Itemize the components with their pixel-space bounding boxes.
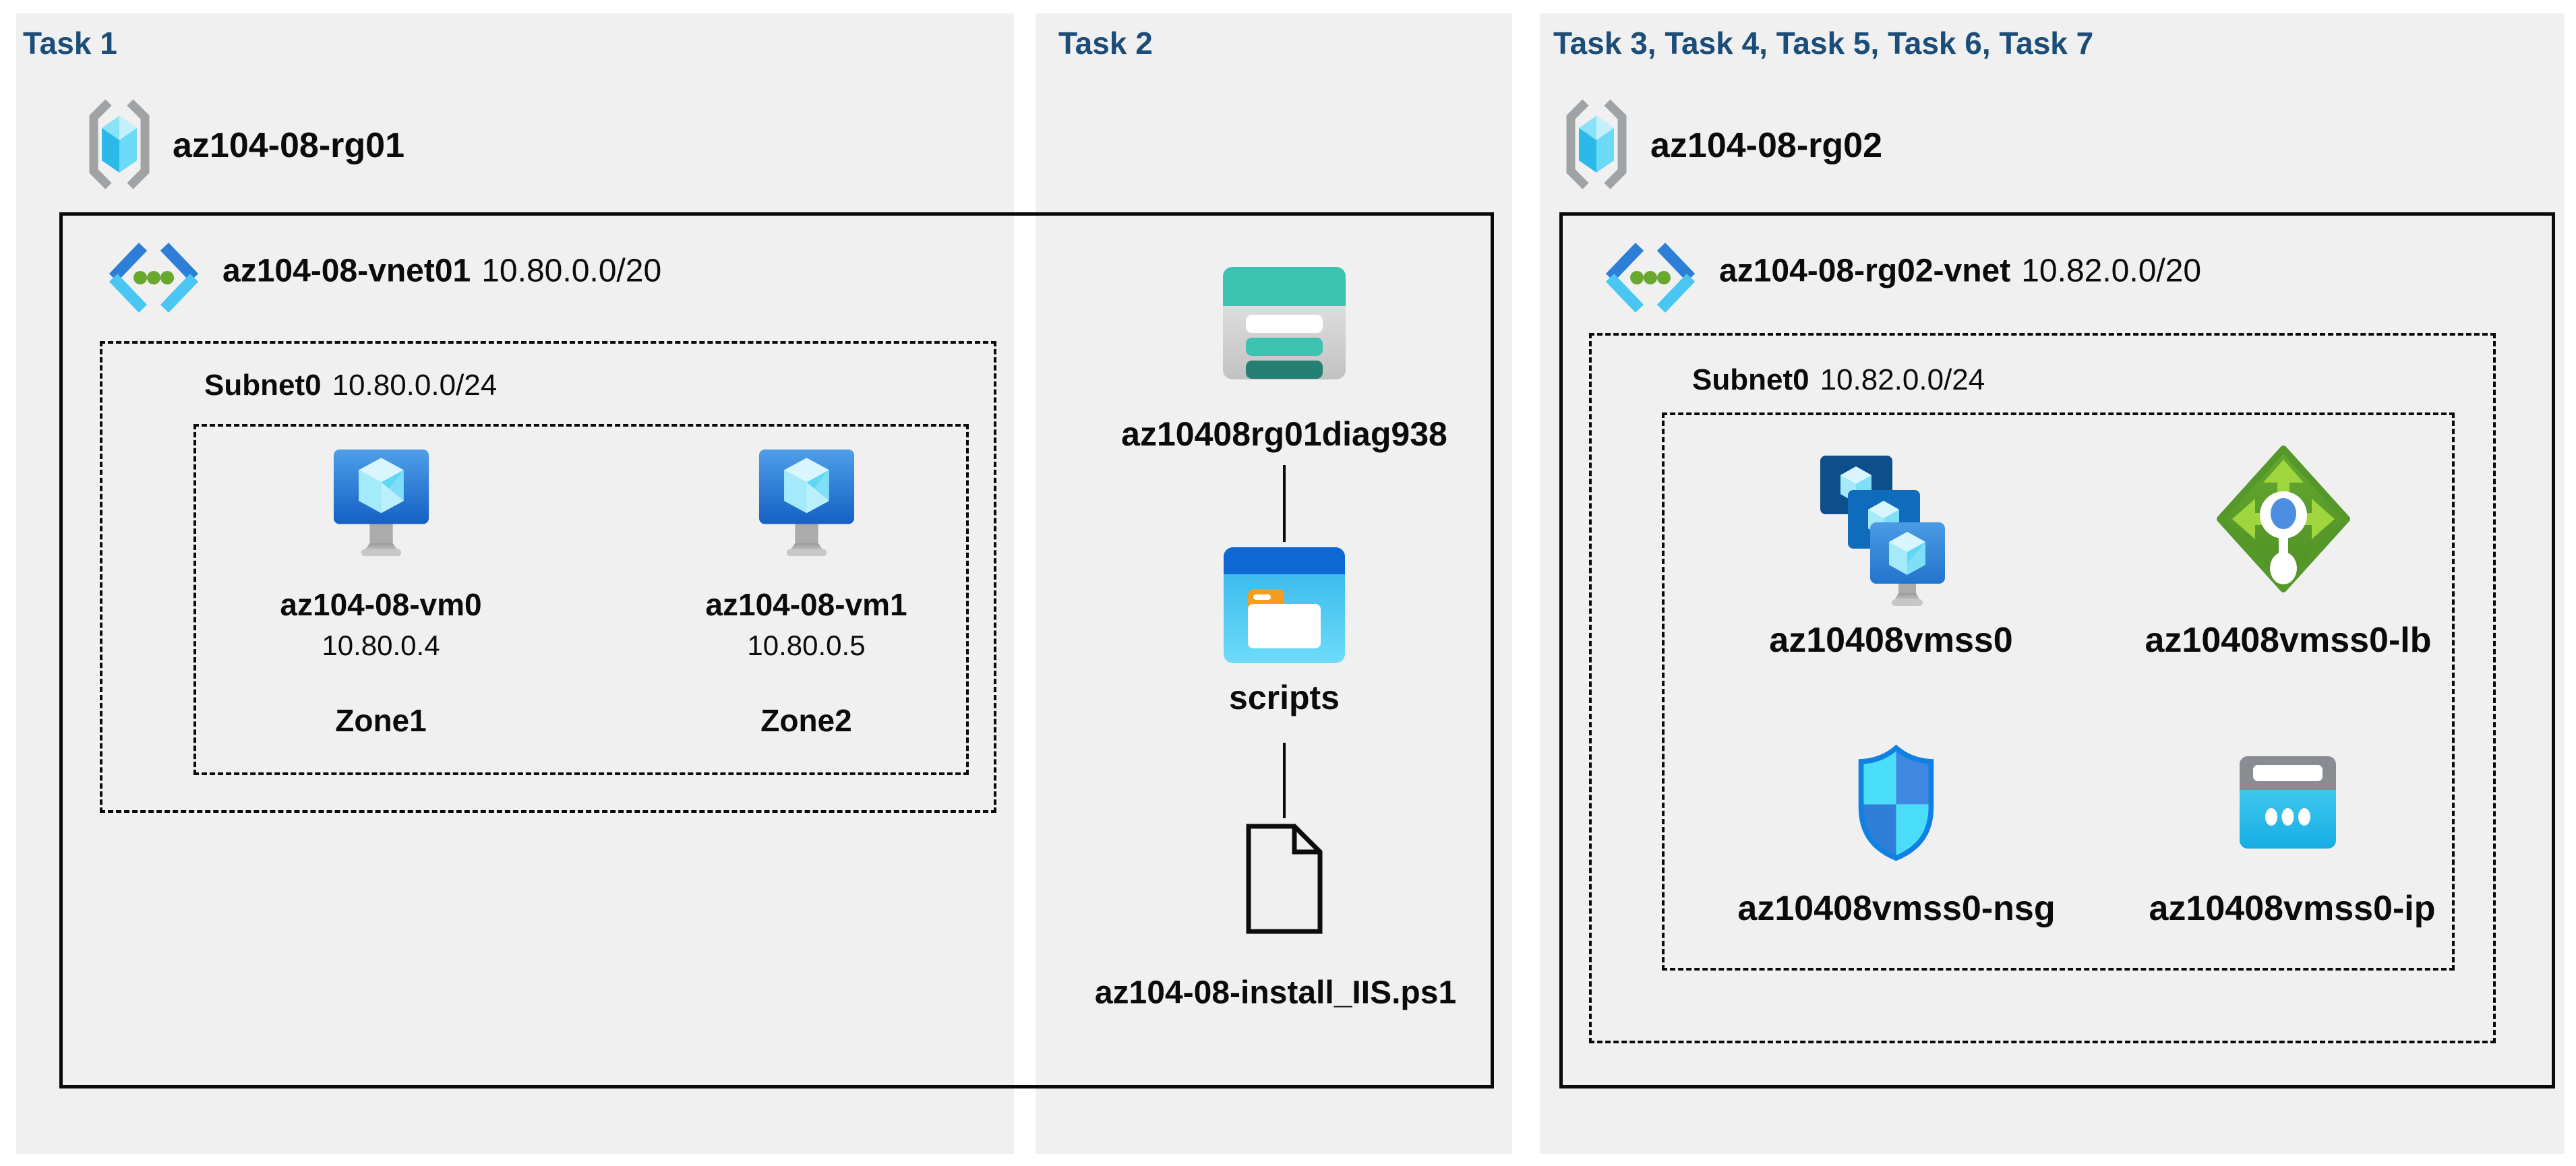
storage-account-icon bbox=[1223, 267, 1346, 379]
load-balancer-name: az10408vmss0-lb bbox=[2145, 621, 2432, 660]
virtual-machine-icon bbox=[333, 448, 429, 559]
vm-name: az104-08-vm0 bbox=[280, 587, 482, 622]
blob-container-icon bbox=[1224, 547, 1345, 663]
vmss-name: az10408vmss0 bbox=[1769, 621, 2013, 660]
vm-zone: Zone1 bbox=[335, 703, 427, 738]
storage-account-name: az10408rg01diag938 bbox=[1121, 415, 1447, 453]
subnet0-box bbox=[1589, 333, 2496, 1043]
network-security-group-icon bbox=[1854, 744, 1938, 862]
subnet-name: Subnet0 bbox=[204, 369, 322, 402]
subnet0-box bbox=[100, 341, 996, 813]
vnet-name: az104-08-vnet01 bbox=[222, 253, 471, 289]
subnet-label: Subnet0 10.82.0.0/24 bbox=[1692, 363, 1985, 397]
vnet01-boundary-box bbox=[59, 212, 1494, 1088]
task2-title: Task 2 bbox=[1058, 26, 1153, 61]
resource-group-icon bbox=[1563, 98, 1630, 190]
vnet-label: az104-08-rg02-vnet 10.82.0.0/20 bbox=[1719, 253, 2201, 290]
vnet-label: az104-08-vnet01 10.80.0.0/20 bbox=[222, 253, 661, 290]
connector-line bbox=[1283, 465, 1286, 542]
file-icon bbox=[1242, 821, 1327, 937]
vm-ip: 10.80.0.5 bbox=[747, 630, 866, 661]
zones-box bbox=[193, 424, 969, 775]
nsg-name: az10408vmss0-nsg bbox=[1737, 889, 2056, 928]
vnet-cidr: 10.80.0.0/20 bbox=[481, 253, 662, 289]
subnet-name: Subnet0 bbox=[1692, 363, 1809, 396]
vm-scale-set-icon bbox=[1820, 456, 1945, 607]
container-name: scripts bbox=[1229, 679, 1340, 716]
vm-zone: Zone2 bbox=[760, 703, 852, 738]
task3-panel bbox=[1540, 13, 2565, 1154]
public-ip-name: az10408vmss0-ip bbox=[2149, 889, 2436, 928]
vnet-cidr: 10.82.0.0/20 bbox=[2021, 253, 2202, 289]
vmss-resources-box bbox=[1662, 412, 2455, 971]
virtual-network-icon bbox=[102, 240, 205, 315]
load-balancer-icon bbox=[2216, 445, 2351, 593]
task3-title: Task 3, Task 4, Task 5, Task 6, Task 7 bbox=[1553, 26, 2094, 61]
virtual-machine-icon bbox=[758, 448, 855, 559]
task1-panel bbox=[16, 13, 1014, 1154]
virtual-network-icon bbox=[1599, 240, 1702, 315]
resource-group-name: az104-08-rg02 bbox=[1650, 126, 1882, 165]
script-file-name: az104-08-install_IIS.ps1 bbox=[1094, 975, 1457, 1011]
vnet-name: az104-08-rg02-vnet bbox=[1719, 253, 2011, 289]
subnet-cidr: 10.80.0.0/24 bbox=[332, 369, 498, 402]
resource-group-icon bbox=[86, 98, 153, 190]
task1-title: Task 1 bbox=[23, 26, 117, 61]
vm-name: az104-08-vm1 bbox=[705, 587, 907, 622]
vnet02-boundary-box bbox=[1559, 212, 2555, 1088]
subnet-cidr: 10.82.0.0/24 bbox=[1820, 363, 1985, 396]
vm-ip: 10.80.0.4 bbox=[322, 630, 440, 661]
public-ip-icon bbox=[2240, 756, 2336, 849]
subnet-label: Subnet0 10.80.0.0/24 bbox=[204, 369, 497, 402]
connector-line bbox=[1283, 743, 1286, 818]
resource-group-name: az104-08-rg01 bbox=[173, 126, 405, 165]
